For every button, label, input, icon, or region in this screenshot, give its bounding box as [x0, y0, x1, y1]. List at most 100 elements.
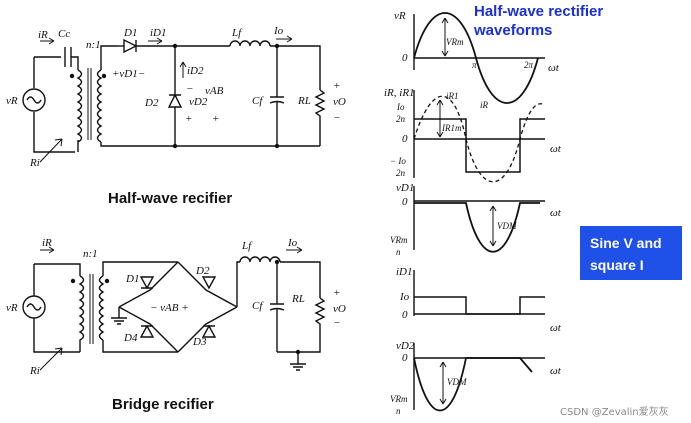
bridge-caption: Bridge recifier — [112, 396, 214, 413]
ir1-peak-marker — [436, 99, 444, 138]
ir1m-label: IR1m — [441, 123, 462, 133]
vr-2pi-label: 2π — [524, 60, 534, 70]
bridge-out-wire — [236, 261, 240, 307]
waveforms-title: Half-wave rectifier waveforms — [474, 2, 674, 40]
label-d2: D2 — [144, 97, 159, 109]
bridge-diamond — [118, 261, 238, 353]
vd1-vrm-label: VRm — [390, 235, 408, 245]
label-id1: iD1 — [150, 27, 167, 39]
secondary-top-wire — [100, 45, 118, 70]
badge-line2: square I — [590, 257, 644, 273]
vd2-vdm-marker — [439, 361, 447, 405]
secondary-winding — [96, 69, 103, 143]
ir-label: iR — [480, 100, 489, 110]
diode-d2 — [167, 93, 183, 108]
label-plus-out: + — [333, 80, 340, 92]
diode-d1 — [123, 38, 138, 54]
ir1-label: iR1 — [446, 91, 459, 101]
secondary-dot — [101, 73, 107, 79]
primary-dot — [69, 73, 75, 79]
diode-d4-bridge — [139, 324, 155, 338]
bridge-ac-source-icon — [22, 295, 46, 319]
vr-sine-curve — [413, 12, 539, 104]
bridge-label-d1: D1 — [125, 273, 139, 285]
label-cf: Cf — [252, 95, 264, 107]
io-arrow — [276, 35, 293, 43]
bridge-secondary-winding — [98, 275, 105, 341]
bridge-secondary-wires — [102, 261, 178, 353]
bridge-inductor-lf — [239, 256, 281, 263]
ir-neg-num: − Io — [390, 156, 406, 166]
id2-arrow — [179, 61, 187, 78]
inductor-lf — [229, 40, 271, 47]
label-rl: RL — [297, 95, 311, 107]
label-turns: n:1 — [86, 39, 101, 51]
vd1-vdm-marker — [489, 205, 497, 247]
vr-peak-label: VRm — [446, 37, 464, 47]
bridge-label-lf: Lf — [241, 240, 253, 252]
ir-zero: 0 — [402, 133, 408, 145]
id1-arrow — [148, 37, 163, 45]
bridge-label-plus: + — [333, 287, 340, 299]
vd1-ylabel: vD1 — [396, 182, 414, 194]
bridge-label-vr: vR — [6, 302, 18, 314]
badge-line1: Sine V and — [590, 235, 662, 251]
bridge-output-top-wire — [280, 261, 321, 298]
bridge-label-vo: vO — [333, 303, 346, 315]
bridge-ground-icon — [111, 307, 127, 325]
capacitor-cf — [269, 46, 285, 146]
bridge-label-ir: iR — [42, 237, 52, 249]
return-wire — [100, 142, 320, 147]
vd2-zero: 0 — [402, 352, 408, 364]
label-minus-top: − — [186, 83, 193, 95]
bridge-label-rl: RL — [291, 293, 305, 305]
ir1-dashed-sine — [413, 95, 546, 183]
ir-pos-den: 2n — [396, 114, 406, 124]
label-d1: D1 — [123, 27, 137, 39]
waveform-plots: vR 0 VRm π 2π ωt iR, iR1 Io 2n 0 − Io 2n… — [384, 10, 562, 416]
vd1-axes — [413, 186, 545, 250]
half-wave-caption: Half-wave recifier — [108, 190, 232, 207]
diode-d2-bridge — [201, 276, 217, 290]
vd2-axes — [413, 343, 545, 410]
node-b — [172, 143, 178, 149]
sine-square-badge: Sine V and square I — [580, 226, 682, 280]
vr-ylabel: vR — [394, 10, 406, 22]
bridge-source-wire — [33, 264, 80, 353]
vr-axes — [413, 14, 545, 70]
vd2-vdm-label: VDM — [447, 377, 467, 387]
half-wave-circuit: iR Cc n:1 D1 iD1 Lf Io +vD1− iD2 D2 − vD… — [6, 25, 346, 207]
label-vo: vO — [333, 96, 346, 108]
vd1-wt-label: ωt — [550, 207, 562, 219]
waveforms-title-line2: waveforms — [474, 22, 553, 39]
diode-d3-bridge — [201, 324, 217, 338]
label-vr: vR — [6, 95, 18, 107]
cap-wire — [71, 56, 79, 70]
bridge-sine-glyph-icon — [26, 303, 42, 311]
vd2-vrm-den: n — [396, 406, 401, 416]
ir-square-wave — [414, 118, 545, 173]
bridge-capacitor-cf — [269, 262, 285, 352]
bridge-label-turns: n:1 — [83, 248, 98, 260]
vd1-zero: 0 — [402, 196, 408, 208]
label-minus-out: − — [333, 112, 340, 124]
vr-wt-label: ωt — [548, 62, 560, 74]
label-id2: iD2 — [187, 65, 204, 77]
output-top-wire — [270, 45, 321, 90]
label-ri: Ri — [29, 157, 40, 169]
id1-square-wave — [414, 296, 545, 315]
vd1-curve — [414, 202, 540, 253]
bridge-label-d2: D2 — [195, 265, 210, 277]
bridge-label-ri: Ri — [29, 365, 40, 377]
resistor-rl — [314, 89, 326, 146]
bridge-ri-arrow — [39, 347, 63, 371]
ir-ylabel: iR, iR1 — [384, 87, 415, 99]
bridge-label-d3: D3 — [192, 336, 207, 348]
bridge-secondary-dot — [104, 278, 110, 284]
label-vd2: vD2 — [189, 96, 208, 108]
bridge-label-io: Io — [287, 237, 298, 249]
vr-zero: 0 — [402, 52, 408, 64]
vr-pi-label: π — [472, 60, 477, 70]
label-plus-a: + — [185, 113, 192, 125]
